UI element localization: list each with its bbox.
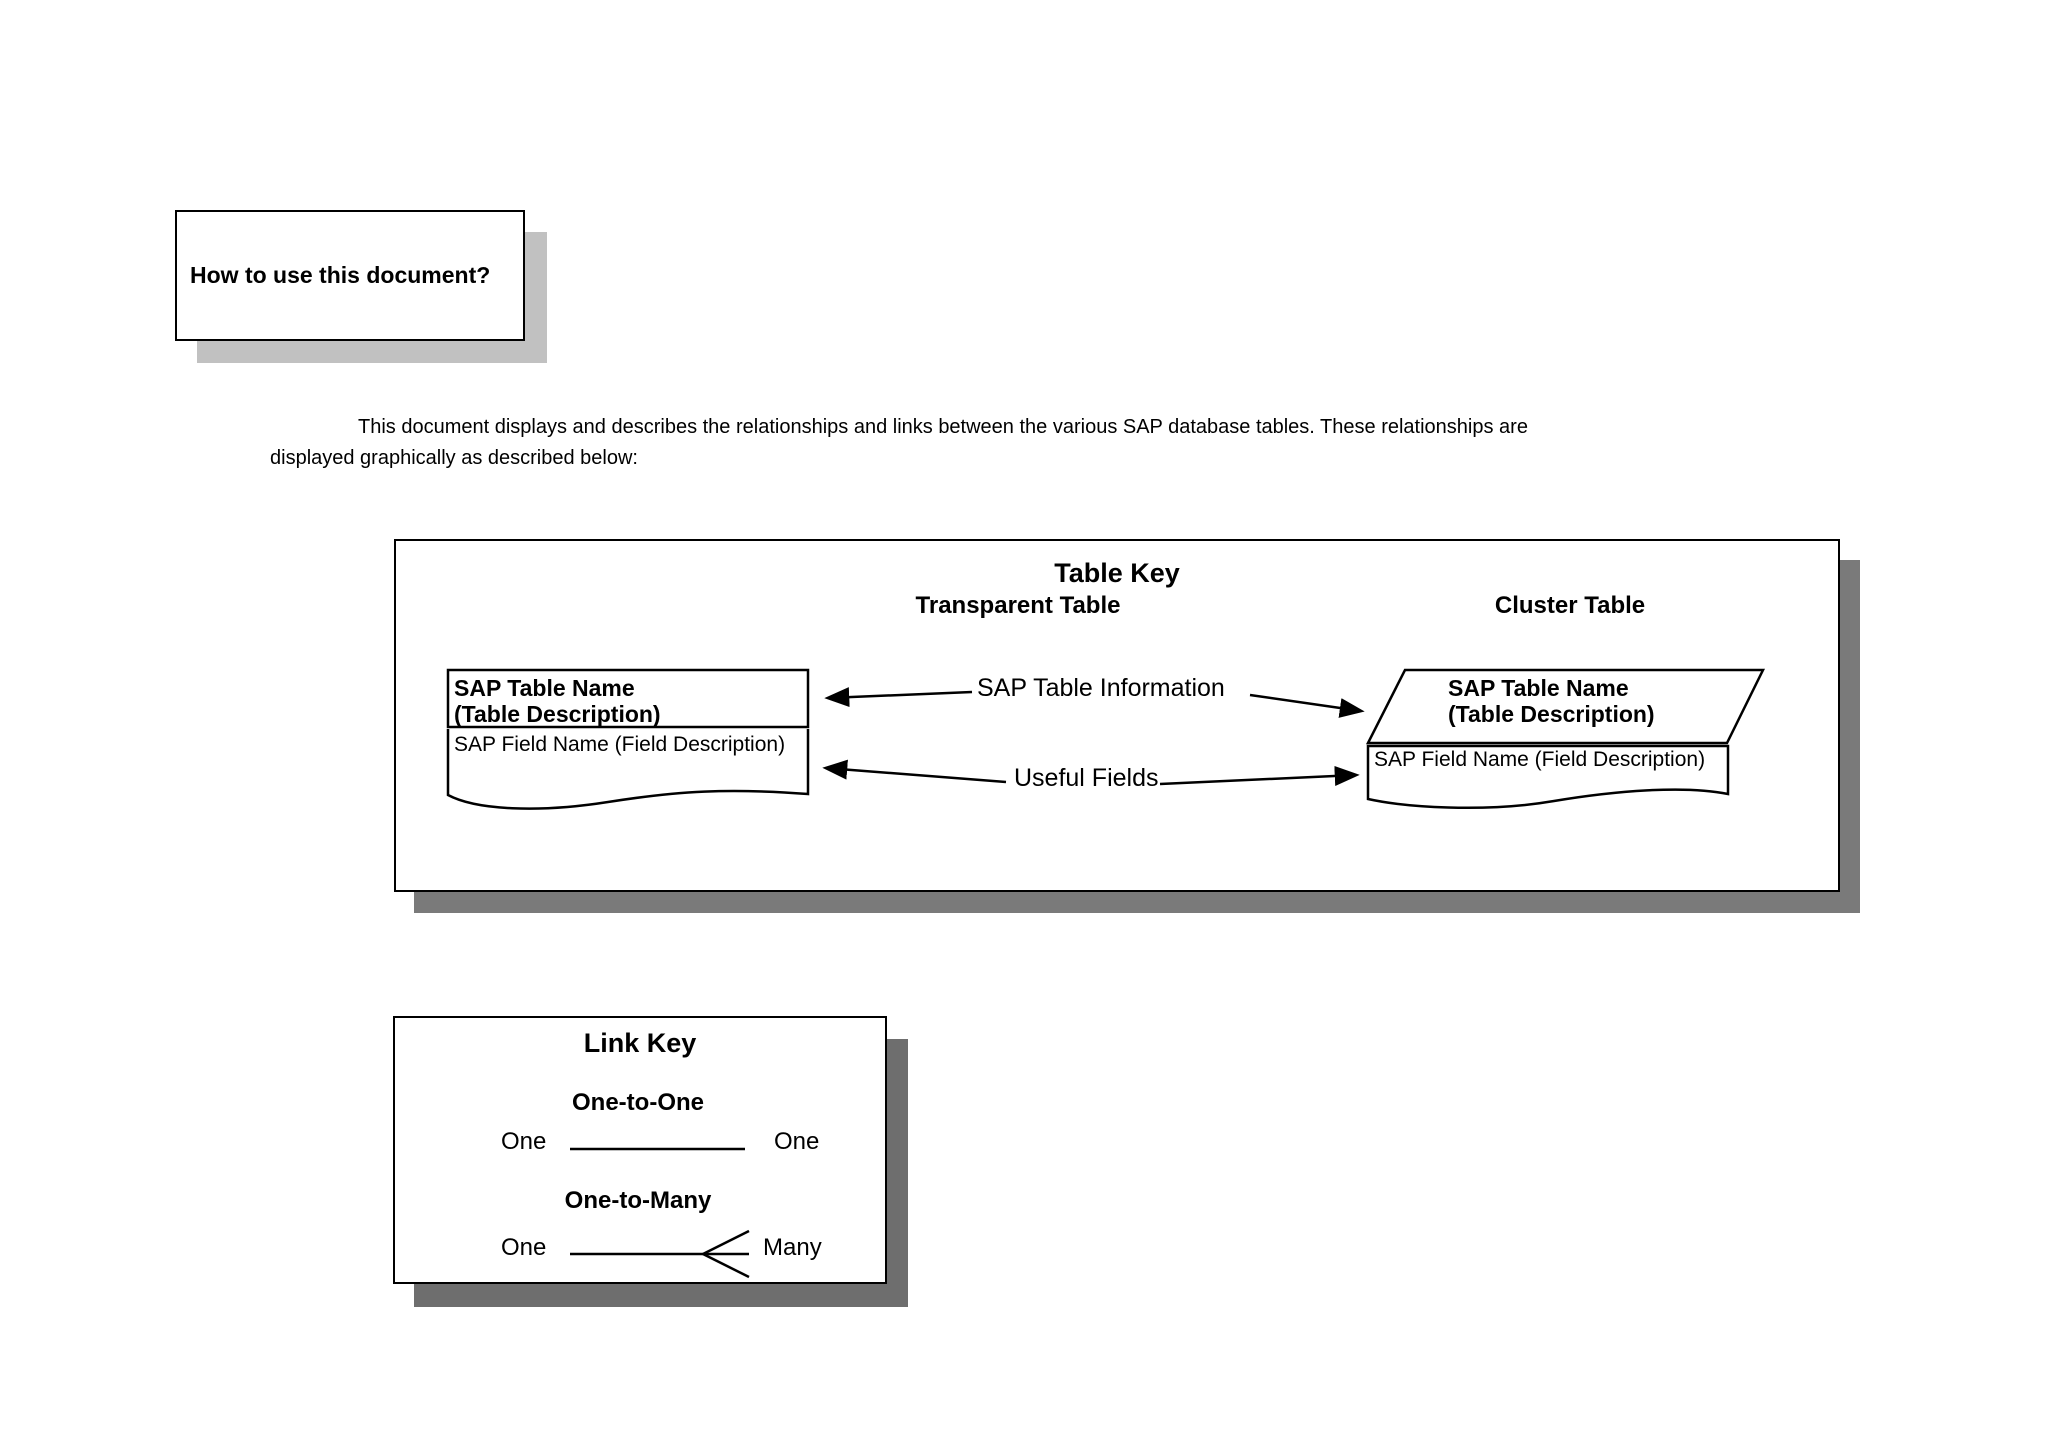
table-key-panel: Table Key Transparent Table Cluster Tabl… (394, 539, 1840, 892)
crows-foot-icon (702, 1229, 750, 1279)
intro-line: displayed graphically as described below… (270, 447, 638, 469)
link-key-panel: Link Key One-to-One One One One-to-Many … (393, 1016, 887, 1284)
useful-fields-label: Useful Fields (1014, 764, 1159, 792)
how-to-title-label: How to use this document? (190, 262, 491, 288)
cluster-table-body (1366, 744, 1730, 810)
cluster-table-header (1365, 668, 1766, 745)
transparent-table-header (446, 668, 810, 729)
cluster-table-description: (Table Description) (1448, 701, 1655, 727)
transparent-table-name: SAP Table Name (454, 675, 635, 701)
cluster-table-heading: Cluster Table (1494, 592, 1646, 619)
one-to-one-right-label: One (774, 1128, 820, 1155)
cluster-table-shape (1365, 668, 1766, 810)
useful-fields-arrow-left (822, 759, 1007, 784)
cluster-table-name: SAP Table Name (1448, 675, 1629, 701)
table-key-title: Table Key (1054, 558, 1180, 588)
transparent-table-body (446, 729, 810, 810)
table-key-diagram (446, 668, 1766, 810)
one-to-one-left-label: One (501, 1128, 547, 1155)
one-to-one-heading: One-to-One (572, 1089, 704, 1116)
table-key-arrows (822, 687, 1365, 786)
how-to-title-box: How to use this document? (175, 210, 525, 341)
link-key-title: Link Key (583, 1028, 697, 1058)
useful-fields-arrow-right (1159, 765, 1360, 786)
one-to-many-left-label: One (501, 1234, 547, 1261)
one-to-many-right-label: Many (763, 1234, 822, 1261)
table-info-arrow-left (824, 687, 973, 708)
transparent-table-shape (446, 668, 810, 810)
link-key-diagram (570, 1147, 750, 1279)
table-information-label: SAP Table Information (977, 674, 1225, 702)
cluster-table-field: SAP Field Name (Field Description) (1374, 748, 1706, 771)
intro-paragraph: This document displays and describes the… (270, 412, 1770, 474)
table-info-arrow-right (1249, 693, 1365, 718)
transparent-table-description: (Table Description) (454, 701, 661, 727)
intro-line: This document displays and describes the… (358, 416, 1528, 438)
transparent-table-heading: Transparent Table (915, 592, 1121, 619)
one-to-many-heading: One-to-Many (564, 1187, 712, 1214)
transparent-table-field: SAP Field Name (Field Description) (454, 733, 786, 756)
